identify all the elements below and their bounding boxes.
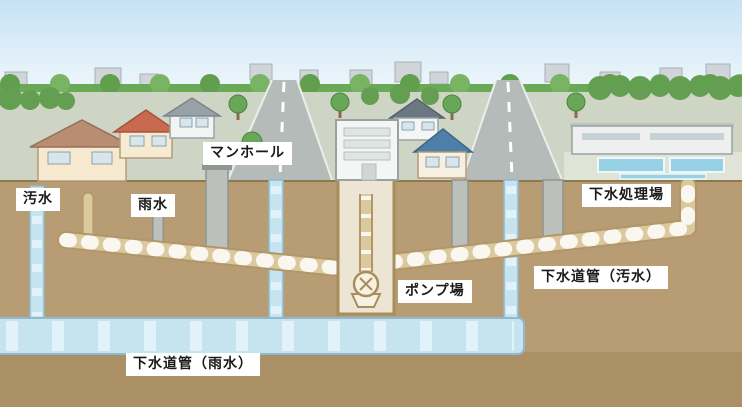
bushes xyxy=(0,75,742,110)
pump-station-building xyxy=(335,119,399,181)
label-pipe-rain: 下水道管（雨水） xyxy=(126,353,260,376)
house-left-rear xyxy=(161,97,223,139)
rain-pipe-main xyxy=(0,317,525,355)
label-pump-station: ポンプ場 xyxy=(398,280,472,303)
treatment-pools xyxy=(597,157,725,180)
house-left-back xyxy=(111,109,181,159)
treatment-plant xyxy=(564,123,742,180)
pump-station-shaft xyxy=(336,174,396,316)
label-rain: 雨水 xyxy=(131,194,175,217)
house-center-blue-roof xyxy=(411,128,475,179)
house-left-front xyxy=(29,119,135,182)
label-pipe-sewage: 下水道管（汚水） xyxy=(534,266,668,289)
label-treatment-plant: 下水処理場 xyxy=(582,184,671,207)
manhole-shaft xyxy=(202,164,232,257)
sewage-pipe-right xyxy=(383,177,697,271)
road-right xyxy=(461,79,563,181)
label-sewage: 汚水 xyxy=(16,188,60,211)
pump-icon xyxy=(350,270,382,308)
sewage-pipe-left xyxy=(57,192,347,277)
rain-pipe-verticals xyxy=(29,179,519,321)
label-manhole: マンホール xyxy=(203,142,292,165)
